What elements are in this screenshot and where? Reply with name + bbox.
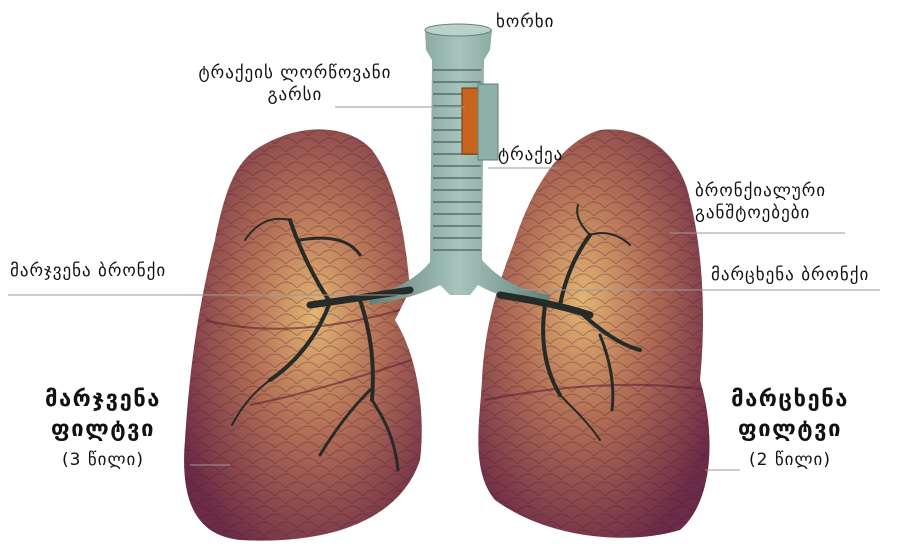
trachea-label: ტრაქეა xyxy=(498,144,563,166)
left-lung xyxy=(470,120,720,549)
larynx-label: ხორხი xyxy=(496,11,554,33)
bronchial-branching-line2: განშტოებები xyxy=(695,202,826,224)
left-lung-label: მარცხენა ფილტვი (2 წილი) xyxy=(705,385,875,475)
right-lung xyxy=(180,120,430,549)
right-lung-lobes: (3 წილი) xyxy=(18,445,188,475)
left-lung-line1: მარცხენა xyxy=(705,385,875,415)
bronchial-branching-label: ბრონქიალური განშტოებები xyxy=(695,180,826,224)
trachea-mucosa-label: ტრაქეის ლორწოვანი გარსი xyxy=(175,62,415,106)
right-bronchus-label: მარჯვენა ბრონქი xyxy=(10,260,166,282)
right-lung-line2: ფილტვი xyxy=(18,415,188,445)
trachea-mucosa-line1: ტრაქეის ლორწოვანი xyxy=(175,62,415,84)
right-lung-label: მარჯვენა ფილტვი (3 წილი) xyxy=(18,385,188,475)
right-lung-line1: მარჯვენა xyxy=(18,385,188,415)
left-lung-lobes: (2 წილი) xyxy=(705,445,875,475)
bronchial-branching-line1: ბრონქიალური xyxy=(695,180,826,202)
left-bronchus-label: მარცხენა ბრონქი xyxy=(711,264,869,286)
left-lung-line2: ფილტვი xyxy=(705,415,875,445)
trachea-mucosa-line2: გარსი xyxy=(175,84,415,106)
